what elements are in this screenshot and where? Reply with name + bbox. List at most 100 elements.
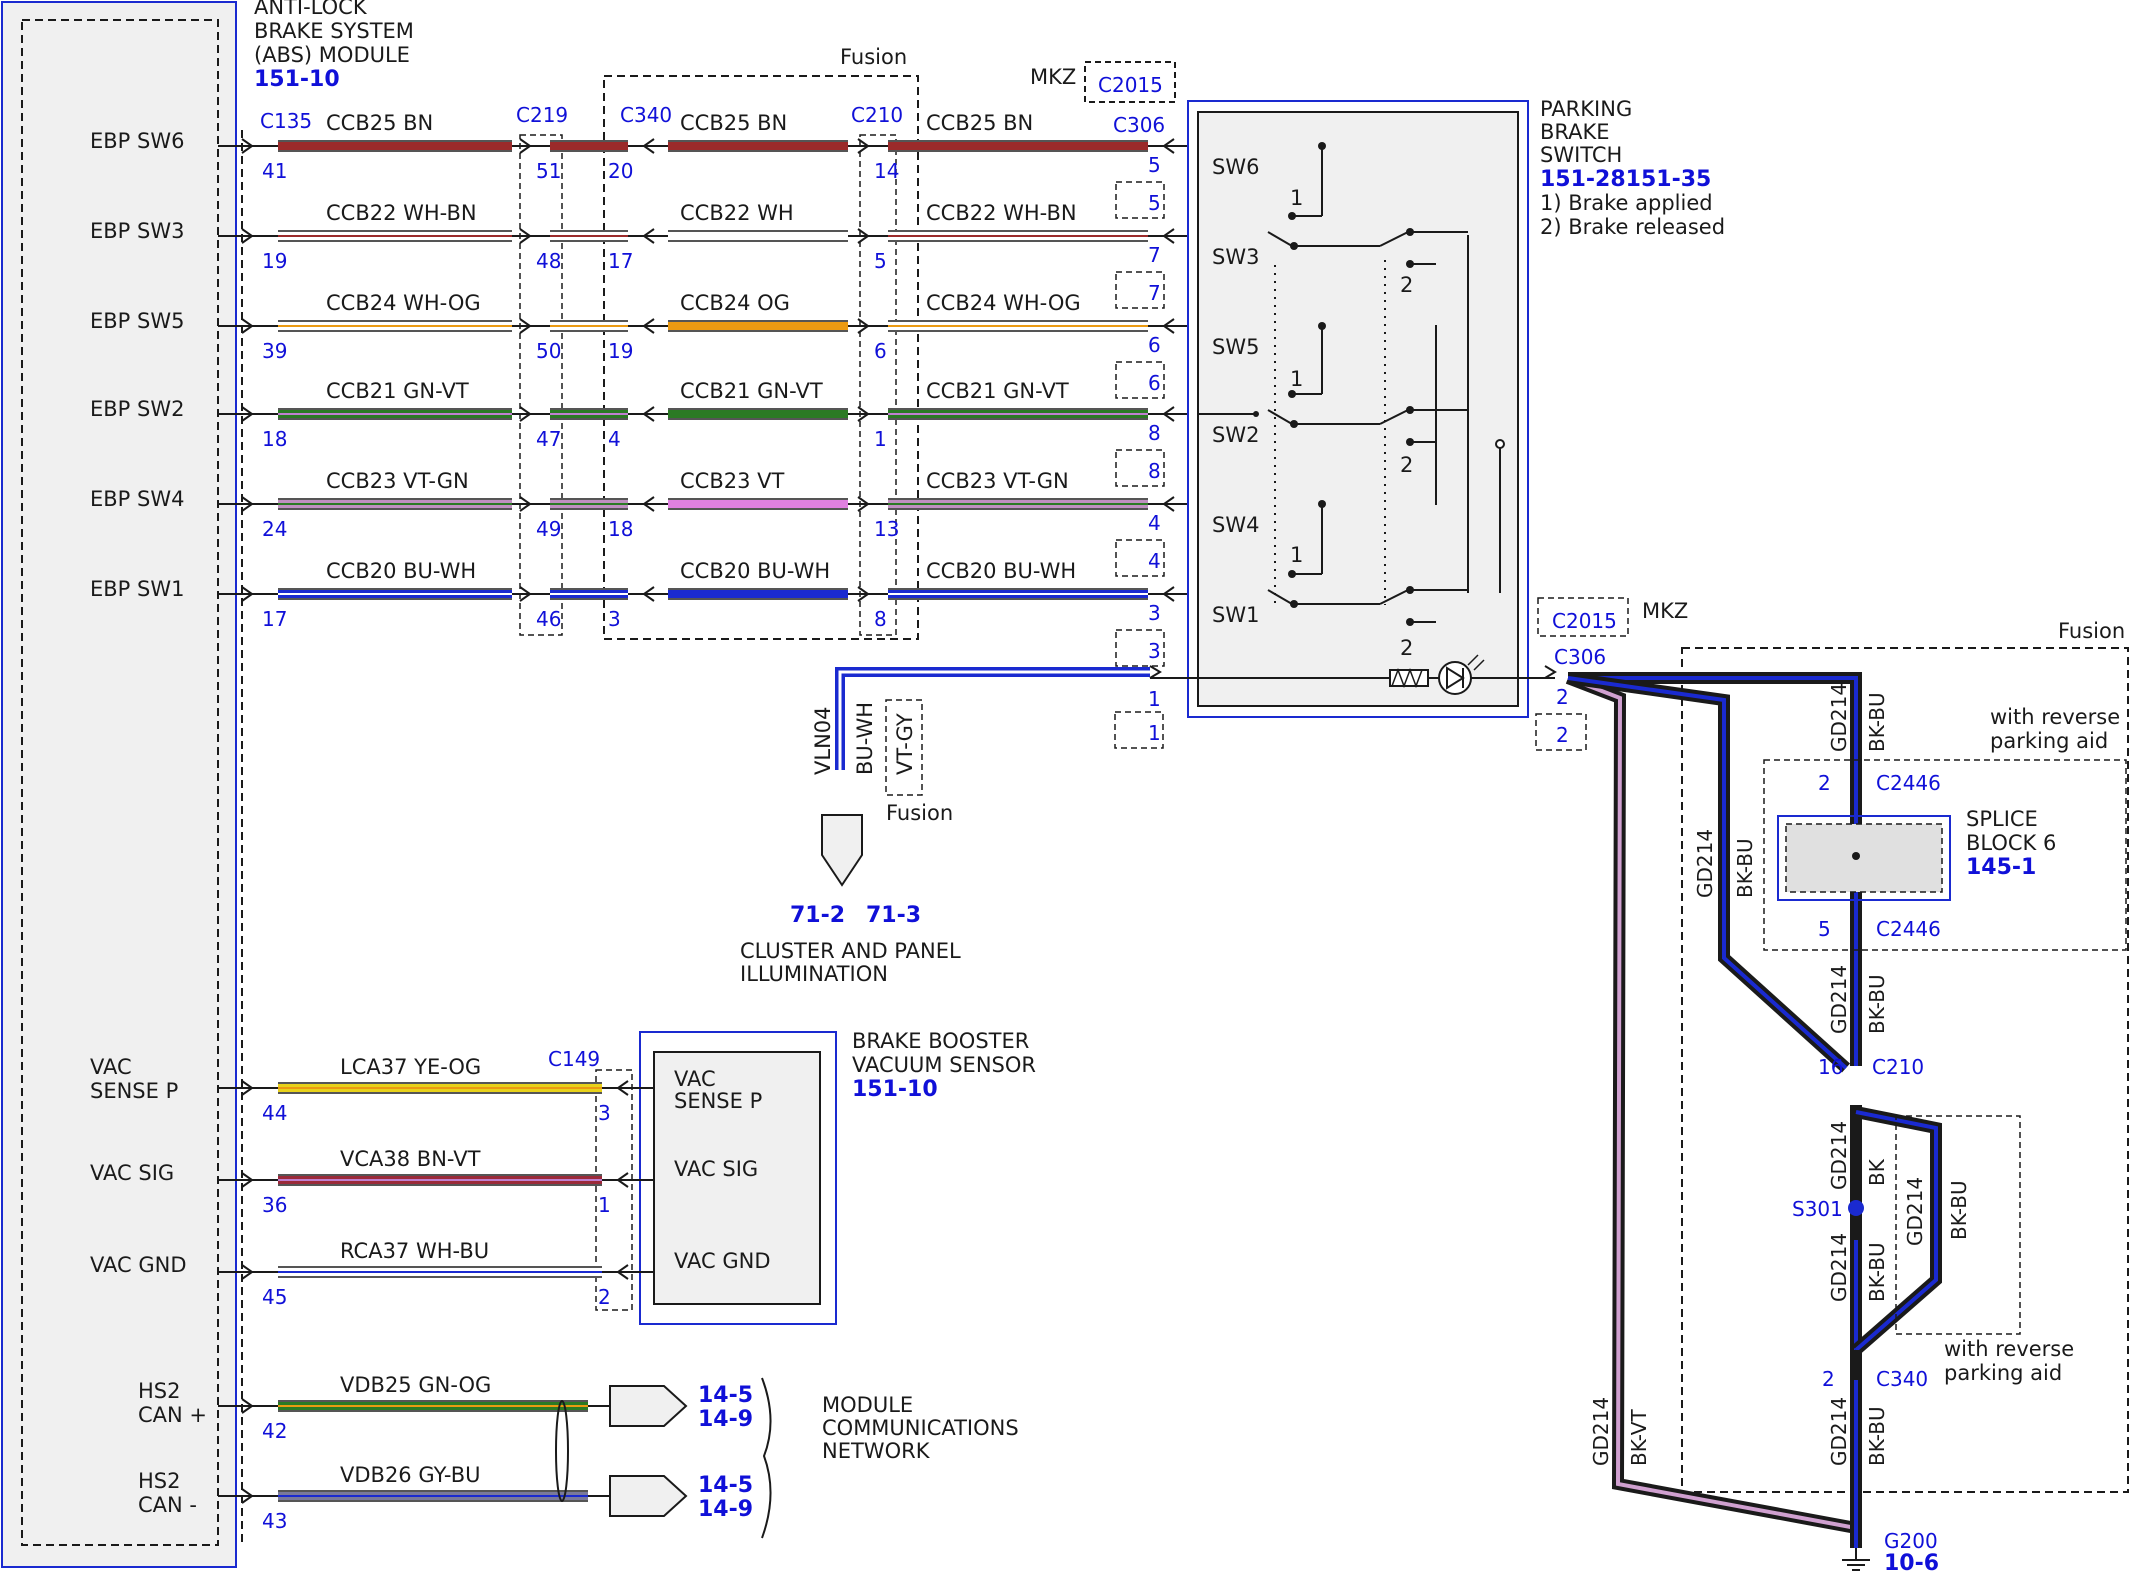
wire-segment-3-fill (668, 142, 848, 150)
vac-inner-1b: SENSE P (674, 1089, 762, 1113)
illum-caption-1: CLUSTER AND PANEL (740, 939, 961, 963)
switch-pos-2: 2 (1400, 636, 1413, 660)
rev-aid-2b: parking aid (1944, 1361, 2062, 1385)
c306-pin: 3 (1148, 601, 1161, 625)
c219-pin: 48 (536, 249, 561, 273)
switch-pos-1: 1 (1290, 543, 1303, 567)
c219-pin: 49 (536, 517, 561, 541)
vac-inner-1a: VAC (674, 1067, 716, 1091)
wire-label-2: CCB21 GN-VT (680, 379, 823, 403)
c340-pin: 4 (608, 427, 621, 451)
g200-ref: 10-6 (1884, 1551, 1939, 1571)
c219-label: C219 (516, 103, 568, 127)
bkbu-f: BK-BU (1947, 1180, 1971, 1240)
can-wire-stripe (278, 1495, 588, 1497)
wire-segment-2-stripe (550, 413, 628, 415)
wire-label-3: CCB24 WH-OG (926, 291, 1081, 315)
gd214-b: GD214 (1693, 829, 1717, 898)
fusion-label-top: Fusion (840, 45, 907, 69)
wire-segment-3-fill (668, 232, 848, 240)
c306-alt-pin: 3 (1148, 639, 1161, 663)
bkvt-h: BK-VT (1627, 1409, 1651, 1466)
mkz-label-right: MKZ (1642, 599, 1688, 623)
wire-segment-4-stripe (888, 413, 1148, 415)
wire-segment-1-stripe (278, 325, 512, 327)
c210-pin: 13 (874, 517, 899, 541)
abs-pin-number: 19 (262, 249, 287, 273)
can-ref-1: 14-5 (698, 1473, 753, 1498)
wire-label-2: CCB22 WH (680, 201, 794, 225)
mkz-label-top: MKZ (1030, 65, 1076, 89)
wire-segment-2-fill (550, 142, 628, 150)
c306-label-right: C306 (1554, 645, 1606, 669)
wire-segment-3-fill (668, 590, 848, 598)
switch-note-1: 1) Brake applied (1540, 191, 1713, 215)
c306-pin: 6 (1148, 333, 1161, 357)
vac-sensor-pin: 3 (598, 1101, 611, 1125)
c306-alt-pin: 7 (1148, 281, 1161, 305)
c210-pin: 1 (874, 427, 887, 451)
abs-vac-pin: 45 (262, 1285, 287, 1309)
c340-right: C340 (1876, 1367, 1928, 1391)
gd214-d: GD214 (1827, 1121, 1851, 1190)
abs-title-2: BRAKE SYSTEM (254, 19, 414, 43)
wire-label-3: CCB22 WH-BN (926, 201, 1077, 225)
rev-aid-1b: parking aid (1990, 729, 2108, 753)
vac-wire-label: VCA38 BN-VT (340, 1147, 481, 1171)
gd214-e: GD214 (1827, 1233, 1851, 1302)
abs-pin-label: EBP SW2 (90, 397, 184, 421)
can-wire-label: VDB25 GN-OG (340, 1373, 491, 1397)
abs-can-label: HS2 (138, 1469, 180, 1493)
can-caption-3: NETWORK (822, 1439, 931, 1463)
c2015-label-right: C2015 (1552, 609, 1617, 633)
c210-pin: 5 (874, 249, 887, 273)
abs-vac-label: VAC GND (90, 1253, 187, 1277)
wire-label-3: CCB25 BN (926, 111, 1033, 135)
vac-wire-label: LCA37 YE-OG (340, 1055, 481, 1079)
illumination-branch: 1 1 VLN04 BU-WH VT-GY Fusion 71-2 71-3 C… (740, 665, 1188, 986)
vac-title-1: BRAKE BOOSTER (852, 1029, 1029, 1053)
bkbu-g: BK-BU (1865, 1406, 1889, 1466)
wire-segment-2-stripe (550, 503, 628, 505)
wire-label-1: CCB22 WH-BN (326, 201, 477, 225)
bkbu-e: BK-BU (1865, 1242, 1889, 1302)
abs-vac-pin: 44 (262, 1101, 287, 1125)
vac-wire-stripe (278, 1087, 602, 1089)
ground-pin2: 2 (1556, 685, 1569, 709)
can-ref-2: 14-9 (698, 1407, 753, 1432)
bkbu-c: BK-BU (1865, 974, 1889, 1034)
bk-label: BK (1865, 1158, 1889, 1186)
wire-label-1: CCB21 GN-VT (326, 379, 469, 403)
wire-label-1: CCB25 BN (326, 111, 433, 135)
abs-pin-label: EBP SW1 (90, 577, 184, 601)
illum-ref-1: 71-2 (790, 903, 845, 928)
splice-title-2: BLOCK 6 (1966, 831, 2056, 855)
wire-label-2: CCB20 BU-WH (680, 559, 830, 583)
c149-label: C149 (548, 1047, 600, 1071)
c306-alt-pin: 4 (1148, 549, 1161, 573)
gd214-c: GD214 (1827, 965, 1851, 1034)
wire-label-1: CCB20 BU-WH (326, 559, 476, 583)
abs-can-label: CAN + (138, 1403, 207, 1427)
wire-segment-1-stripe (278, 503, 512, 505)
vac-title-2: VACUUM SENSOR (852, 1053, 1036, 1077)
wire-segment-4-fill (888, 142, 1148, 150)
wire-label-1: CCB23 VT-GN (326, 469, 469, 493)
wire-segment-1-stripe (278, 413, 512, 415)
wire-label-3: CCB21 GN-VT (926, 379, 1069, 403)
abs-pin-number: 24 (262, 517, 287, 541)
wire-label-2: CCB25 BN (680, 111, 787, 135)
abs-pin-number: 18 (262, 427, 287, 451)
abs-can-pin: 42 (262, 1419, 287, 1443)
wire-segment-2-stripe (550, 325, 628, 327)
rev-aid-2a: with reverse (1944, 1337, 2074, 1361)
wire-segment-1-stripe (278, 593, 512, 595)
vac-inner-3: VAC GND (674, 1249, 771, 1273)
abs-pin-label: EBP SW4 (90, 487, 184, 511)
